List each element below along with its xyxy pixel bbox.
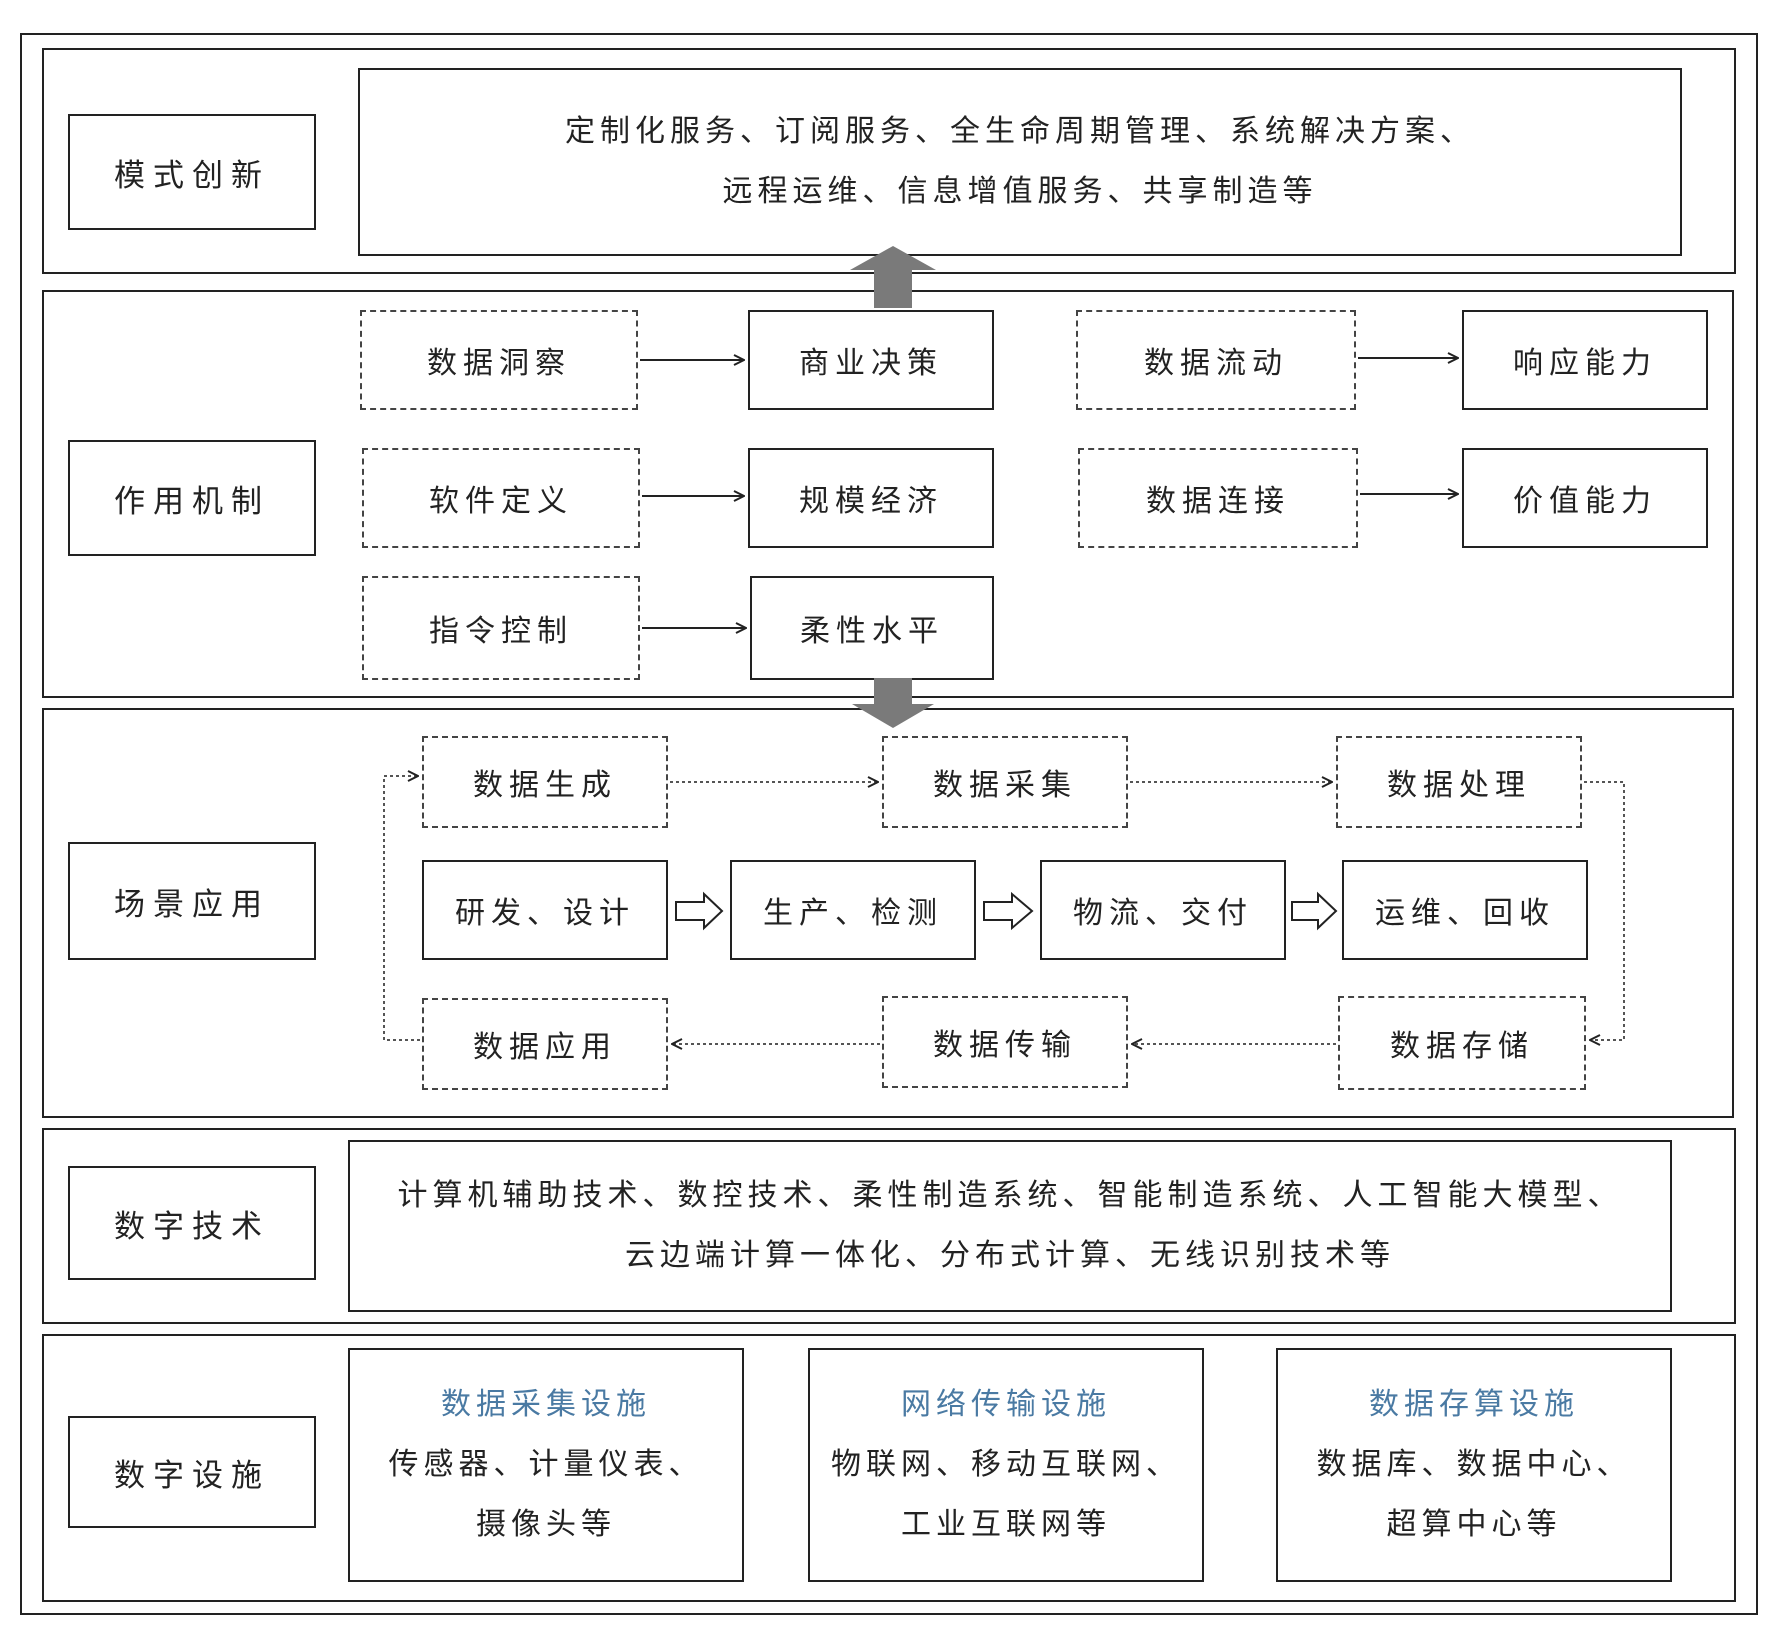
arrow-stage-1 xyxy=(675,891,724,931)
label-digital-tech: 数字技术 xyxy=(68,1166,316,1280)
stage-maintenance-recycle: 运维、回收 xyxy=(1342,860,1588,960)
digital-tech-line1: 计算机辅助技术、数控技术、柔性制造系统、智能制造系统、人工智能大模型、 xyxy=(397,1178,1623,1213)
infra-data-collection-line2: 摄像头等 xyxy=(476,1507,616,1542)
mechanism-target-5: 价值能力 xyxy=(1462,448,1708,548)
mechanism-source-1: 数据洞察 xyxy=(360,310,638,410)
data-cycle-generate: 数据生成 xyxy=(422,736,668,828)
data-cycle-store: 数据存储 xyxy=(1338,996,1586,1090)
arrow-cycle-process-store xyxy=(1584,781,1625,1040)
infra-data-storage-compute: 数据存算设施 数据库、数据中心、 超算中心等 xyxy=(1276,1348,1672,1582)
data-cycle-apply: 数据应用 xyxy=(422,998,668,1090)
stage-rd-design: 研发、设计 xyxy=(422,860,668,960)
mechanism-source-3: 指令控制 xyxy=(362,576,640,680)
infra-data-storage-compute-line1: 数据库、数据中心、 xyxy=(1316,1447,1632,1482)
big-arrow-down xyxy=(852,678,934,728)
infra-data-storage-compute-title: 数据存算设施 xyxy=(1369,1387,1579,1422)
mechanism-target-2: 规模经济 xyxy=(748,448,994,548)
label-mode-innovation: 模式创新 xyxy=(68,114,316,230)
mode-innovation-line2: 远程运维、信息增值服务、共享制造等 xyxy=(722,174,1318,209)
mechanism-target-4: 响应能力 xyxy=(1462,310,1708,410)
data-cycle-process: 数据处理 xyxy=(1336,736,1582,828)
label-digital-infra: 数字设施 xyxy=(68,1416,316,1528)
mechanism-target-1: 商业决策 xyxy=(748,310,994,410)
layer-digital-infra xyxy=(42,1334,1736,1602)
diagram-frame xyxy=(20,33,1758,1615)
arrow-cycle-apply-generate xyxy=(383,776,420,1041)
infra-network-transmission-title: 网络传输设施 xyxy=(901,1387,1111,1422)
digital-tech-line2: 云边端计算一体化、分布式计算、无线识别技术等 xyxy=(625,1238,1395,1273)
arrow-stage-3 xyxy=(1291,891,1338,931)
infra-data-collection: 数据采集设施 传感器、计量仪表、 摄像头等 xyxy=(348,1348,744,1582)
stage-logistics-delivery: 物流、交付 xyxy=(1040,860,1286,960)
infra-network-transmission-line1: 物联网、移动互联网、 xyxy=(831,1447,1181,1482)
data-cycle-collect: 数据采集 xyxy=(882,736,1128,828)
infra-data-collection-line1: 传感器、计量仪表、 xyxy=(388,1447,704,1482)
mechanism-source-5: 数据连接 xyxy=(1078,448,1358,548)
stage-production-inspection: 生产、检测 xyxy=(730,860,976,960)
infra-data-collection-title: 数据采集设施 xyxy=(441,1387,651,1422)
infra-network-transmission-line2: 工业互联网等 xyxy=(901,1507,1111,1542)
arrow-stage-2 xyxy=(983,891,1034,931)
big-arrow-up xyxy=(850,246,936,308)
digital-tech-content: 计算机辅助技术、数控技术、柔性制造系统、智能制造系统、人工智能大模型、 云边端计… xyxy=(348,1140,1672,1312)
data-cycle-transmit: 数据传输 xyxy=(882,996,1128,1088)
infra-network-transmission: 网络传输设施 物联网、移动互联网、 工业互联网等 xyxy=(808,1348,1204,1582)
infra-data-storage-compute-line2: 超算中心等 xyxy=(1386,1507,1562,1542)
label-scenario: 场景应用 xyxy=(68,842,316,960)
mechanism-target-3: 柔性水平 xyxy=(750,576,994,680)
mode-innovation-line1: 定制化服务、订阅服务、全生命周期管理、系统解决方案、 xyxy=(565,114,1475,149)
label-mechanism: 作用机制 xyxy=(68,440,316,556)
mechanism-source-4: 数据流动 xyxy=(1076,310,1356,410)
layer-digital-tech xyxy=(42,1128,1736,1324)
mode-innovation-content: 定制化服务、订阅服务、全生命周期管理、系统解决方案、 远程运维、信息增值服务、共… xyxy=(358,68,1682,256)
mechanism-source-2: 软件定义 xyxy=(362,448,640,548)
